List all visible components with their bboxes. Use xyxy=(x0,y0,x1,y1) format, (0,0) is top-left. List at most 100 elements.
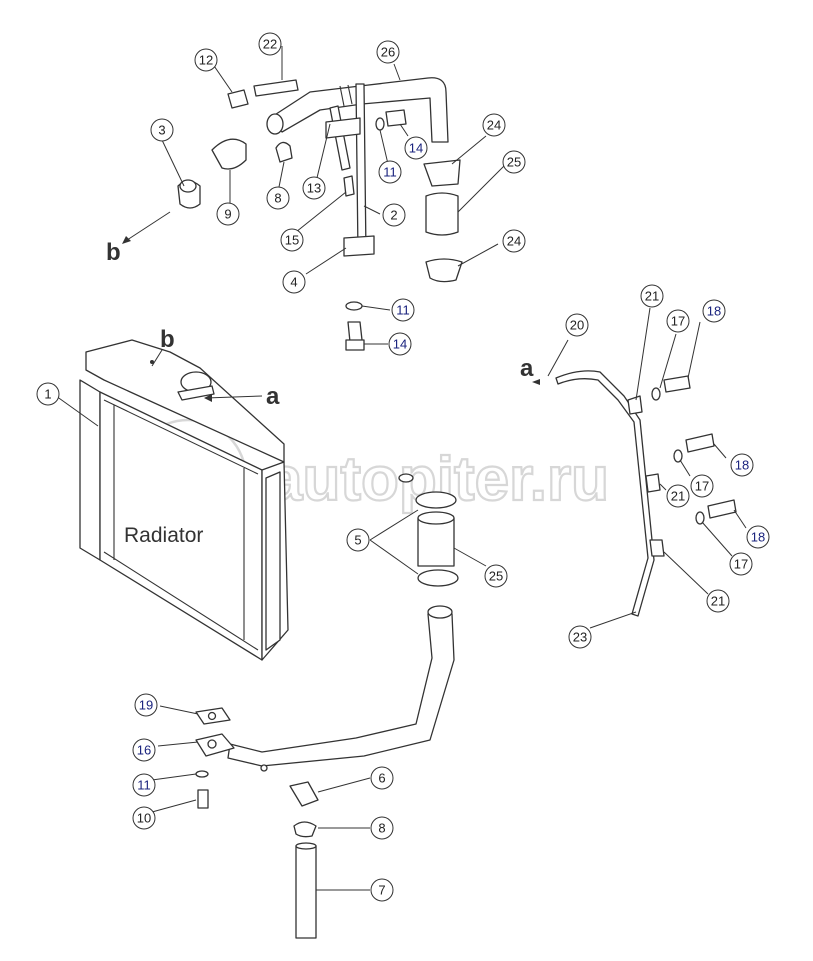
upper-hose-end xyxy=(266,113,284,135)
radiator xyxy=(79,339,289,661)
clamp-24-lower xyxy=(425,258,463,283)
probe-tip xyxy=(343,175,355,197)
callout-15: 15 xyxy=(280,228,304,252)
sleeve-9 xyxy=(211,138,247,170)
clamp-21-top xyxy=(627,395,643,415)
svg-text:10: 10 xyxy=(137,811,151,826)
washer-17-b xyxy=(673,449,683,463)
svg-text:23: 23 xyxy=(573,630,587,645)
svg-text:21: 21 xyxy=(711,594,725,609)
svg-text:14: 14 xyxy=(393,337,407,352)
svg-text:11: 11 xyxy=(396,303,410,318)
callout-8-lower: 8 xyxy=(370,816,394,840)
lower-pipe-opening xyxy=(427,605,453,619)
callout-18-a: 18 xyxy=(702,299,726,323)
svg-text:4: 4 xyxy=(290,275,297,290)
callout-6: 6 xyxy=(370,766,394,790)
callout-17-c: 17 xyxy=(729,552,753,576)
clip-8-upper xyxy=(275,141,293,163)
leader-lines xyxy=(55,46,747,891)
radiator-core-edges xyxy=(103,399,259,651)
svg-text:17: 17 xyxy=(695,479,709,494)
svg-text:11: 11 xyxy=(137,778,151,793)
probe-clip xyxy=(325,117,361,139)
svg-text:8: 8 xyxy=(274,191,281,206)
svg-text:12: 12 xyxy=(199,53,213,68)
callout-17-a: 17 xyxy=(666,309,690,333)
svg-text:14: 14 xyxy=(409,141,423,156)
callout-13: 13 xyxy=(302,176,326,200)
callout-7: 7 xyxy=(370,878,394,902)
svg-text:1: 1 xyxy=(44,387,51,402)
washer-17-c xyxy=(695,511,705,525)
ref-b-hose: b xyxy=(106,239,121,266)
sleeve-25-upper xyxy=(425,192,459,236)
svg-text:7: 7 xyxy=(378,883,385,898)
callout-4: 4 xyxy=(282,270,306,294)
callout-24-upper: 24 xyxy=(482,113,506,137)
svg-text:25: 25 xyxy=(489,569,503,584)
pipe-bracket xyxy=(343,235,375,257)
callout-11-top: 11 xyxy=(378,160,402,184)
callout-21-low: 21 xyxy=(706,589,730,613)
clamp-5-lower xyxy=(417,569,459,587)
radiator-label: Radiator xyxy=(124,524,203,547)
upper-hose xyxy=(269,77,449,143)
svg-text:3: 3 xyxy=(158,123,165,138)
svg-text:25: 25 xyxy=(507,155,521,170)
overflow-tube xyxy=(253,79,299,97)
sleeve-25-center xyxy=(417,517,455,567)
callout-5: 5 xyxy=(346,528,370,552)
callout-11-lower: 11 xyxy=(132,773,156,797)
bolt-10 xyxy=(197,789,209,809)
svg-text:21: 21 xyxy=(645,289,659,304)
svg-text:21: 21 xyxy=(671,489,685,504)
callout-21-top: 21 xyxy=(640,284,664,308)
callout-8-upper: 8 xyxy=(266,186,290,210)
svg-text:18: 18 xyxy=(735,458,749,473)
callout-16: 16 xyxy=(132,738,156,762)
callout-1: 1 xyxy=(36,382,60,406)
svg-text:22: 22 xyxy=(263,37,277,52)
svg-text:9: 9 xyxy=(224,207,231,222)
ref-b-radiator: b xyxy=(160,326,175,353)
svg-text:24: 24 xyxy=(507,234,521,249)
callout-19: 19 xyxy=(134,693,158,717)
ref-a-radiator-arrow xyxy=(205,395,263,399)
svg-text:18: 18 xyxy=(751,530,765,545)
svg-text:6: 6 xyxy=(378,771,385,786)
svg-text:15: 15 xyxy=(285,233,299,248)
callout-2: 2 xyxy=(382,203,406,227)
svg-text:17: 17 xyxy=(734,557,748,572)
callout-18-b: 18 xyxy=(730,453,754,477)
callout-20: 20 xyxy=(565,313,589,337)
callout-17-b: 17 xyxy=(690,474,714,498)
washer-17-a xyxy=(651,387,661,401)
callout-22: 22 xyxy=(258,32,282,56)
svg-text:2: 2 xyxy=(390,208,397,223)
washer-11-top xyxy=(375,117,385,131)
callout-18-c: 18 xyxy=(746,525,770,549)
svg-text:8: 8 xyxy=(378,821,385,836)
ref-b-radiator-leader xyxy=(151,349,163,367)
clip-12 xyxy=(227,89,249,109)
lower-assembly xyxy=(195,473,459,939)
clamp-21-low xyxy=(649,539,665,557)
svg-text:17: 17 xyxy=(671,314,685,329)
ref-b-hose-arrowhead xyxy=(122,236,131,244)
upper-hose-band xyxy=(339,84,353,107)
bolt-18-a xyxy=(663,375,691,393)
clip-8-lower xyxy=(293,821,317,838)
tube-23 xyxy=(555,370,655,617)
ref-a-pipe: a xyxy=(520,355,534,382)
svg-text:5: 5 xyxy=(354,533,361,548)
svg-text:24: 24 xyxy=(487,118,501,133)
bolt-14-mid xyxy=(347,321,363,343)
ref-a-pipe-arrowhead xyxy=(532,379,540,385)
flange-16-hole xyxy=(207,739,217,749)
svg-text:20: 20 xyxy=(570,318,584,333)
callout-14-mid: 14 xyxy=(388,332,412,356)
svg-text:11: 11 xyxy=(383,165,397,180)
ref-a-radiator-arrowhead xyxy=(204,394,212,402)
